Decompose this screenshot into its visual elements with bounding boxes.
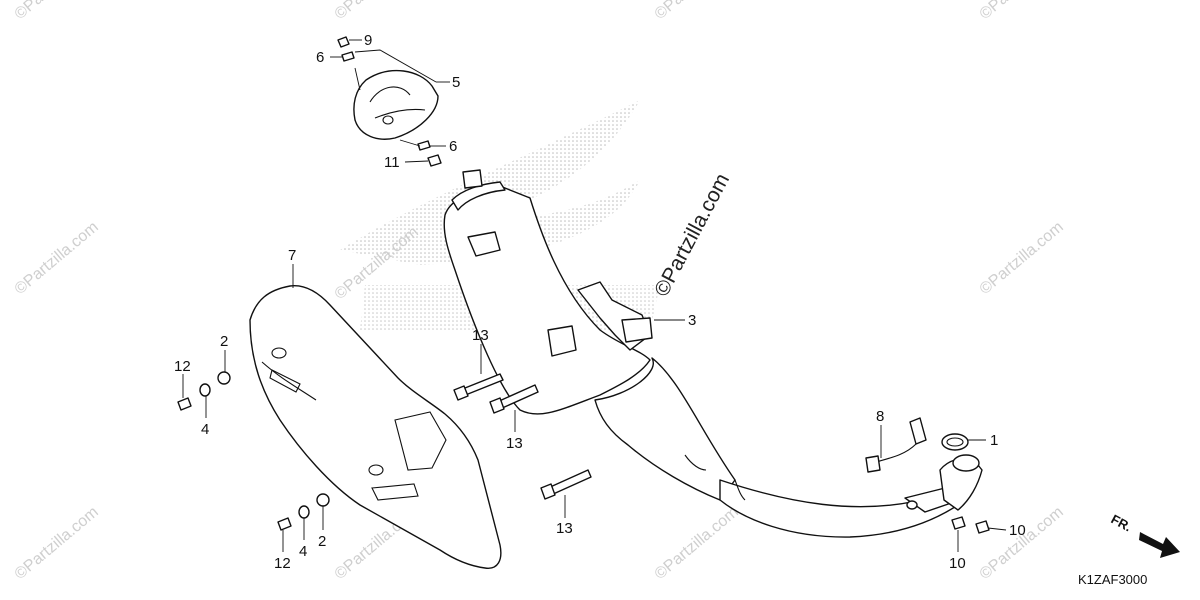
collar-2-lower[interactable] [316,493,330,507]
callout-1: 1 [990,432,998,449]
leader-lines [182,39,1007,552]
main-watermark: ©Partzilla.com [650,170,734,301]
callout-10-left: 10 [949,555,966,572]
callout-13-lower: 13 [556,520,573,537]
watermark: ©Partzilla.com [652,0,742,23]
callout-9: 9 [364,32,372,49]
washer-4-lower[interactable] [298,505,310,519]
callout-5: 5 [452,74,460,91]
callout-3: 3 [688,312,696,329]
bolt-12-upper[interactable] [177,397,192,411]
nut-11[interactable] [427,154,442,167]
bolt-10-right[interactable] [975,520,990,534]
heat-shield[interactable] [249,285,502,569]
callout-7: 7 [288,247,296,264]
gasket[interactable] [941,433,969,451]
callout-2-upper: 2 [220,333,228,350]
watermark: ©Partzilla.com [12,0,102,23]
watermark: ©Partzilla.com [12,504,102,583]
bolt-13-middle[interactable] [489,384,539,414]
washer-6-top[interactable] [341,51,355,62]
washer-4-upper[interactable] [199,383,211,397]
watermark: ©Partzilla.com [12,219,102,298]
callout-12-lower: 12 [274,555,291,572]
callout-4-lower: 4 [299,543,307,560]
callout-6-bottom: 6 [449,138,457,155]
watermark: ©Partzilla.com [652,504,742,583]
diagram-code: K1ZAF3000 [1078,572,1147,587]
direction-label: FR. [1109,511,1135,534]
callout-labels: 9 6 5 6 11 3 1 8 10 10 13 13 13 7 2 4 12… [174,32,1026,572]
callout-10-right: 10 [1009,522,1026,539]
exhaust-pipe-flange[interactable] [939,454,983,511]
muffler-end-cover[interactable] [353,69,439,140]
o2-sensor[interactable] [865,417,927,473]
callout-13-middle: 13 [506,435,523,452]
arrow-right-icon [1139,532,1180,558]
muffler-assembly[interactable] [443,169,961,538]
callout-8: 8 [876,408,884,425]
washer-6-bottom[interactable] [417,140,431,151]
watermark: ©Partzilla.com [332,0,422,23]
callout-6-top: 6 [316,49,324,66]
bolt-13-lower[interactable] [540,469,592,500]
bolt-9[interactable] [337,36,350,48]
watermark: ©Partzilla.com [977,0,1067,23]
front-direction-indicator: FR. [1109,511,1180,558]
bolt-13-upper[interactable] [453,373,504,401]
callout-2-lower: 2 [318,533,326,550]
bolt-12-lower[interactable] [277,517,292,531]
watermark: ©Partzilla.com [977,219,1067,298]
watermark: ©Partzilla.com [977,504,1067,583]
callout-13-upper: 13 [472,327,489,344]
callout-11: 11 [384,154,400,171]
collar-2-upper[interactable] [217,371,231,385]
bolt-10-left[interactable] [951,516,966,530]
callout-12-upper: 12 [174,358,191,375]
callout-4-upper: 4 [201,421,209,438]
